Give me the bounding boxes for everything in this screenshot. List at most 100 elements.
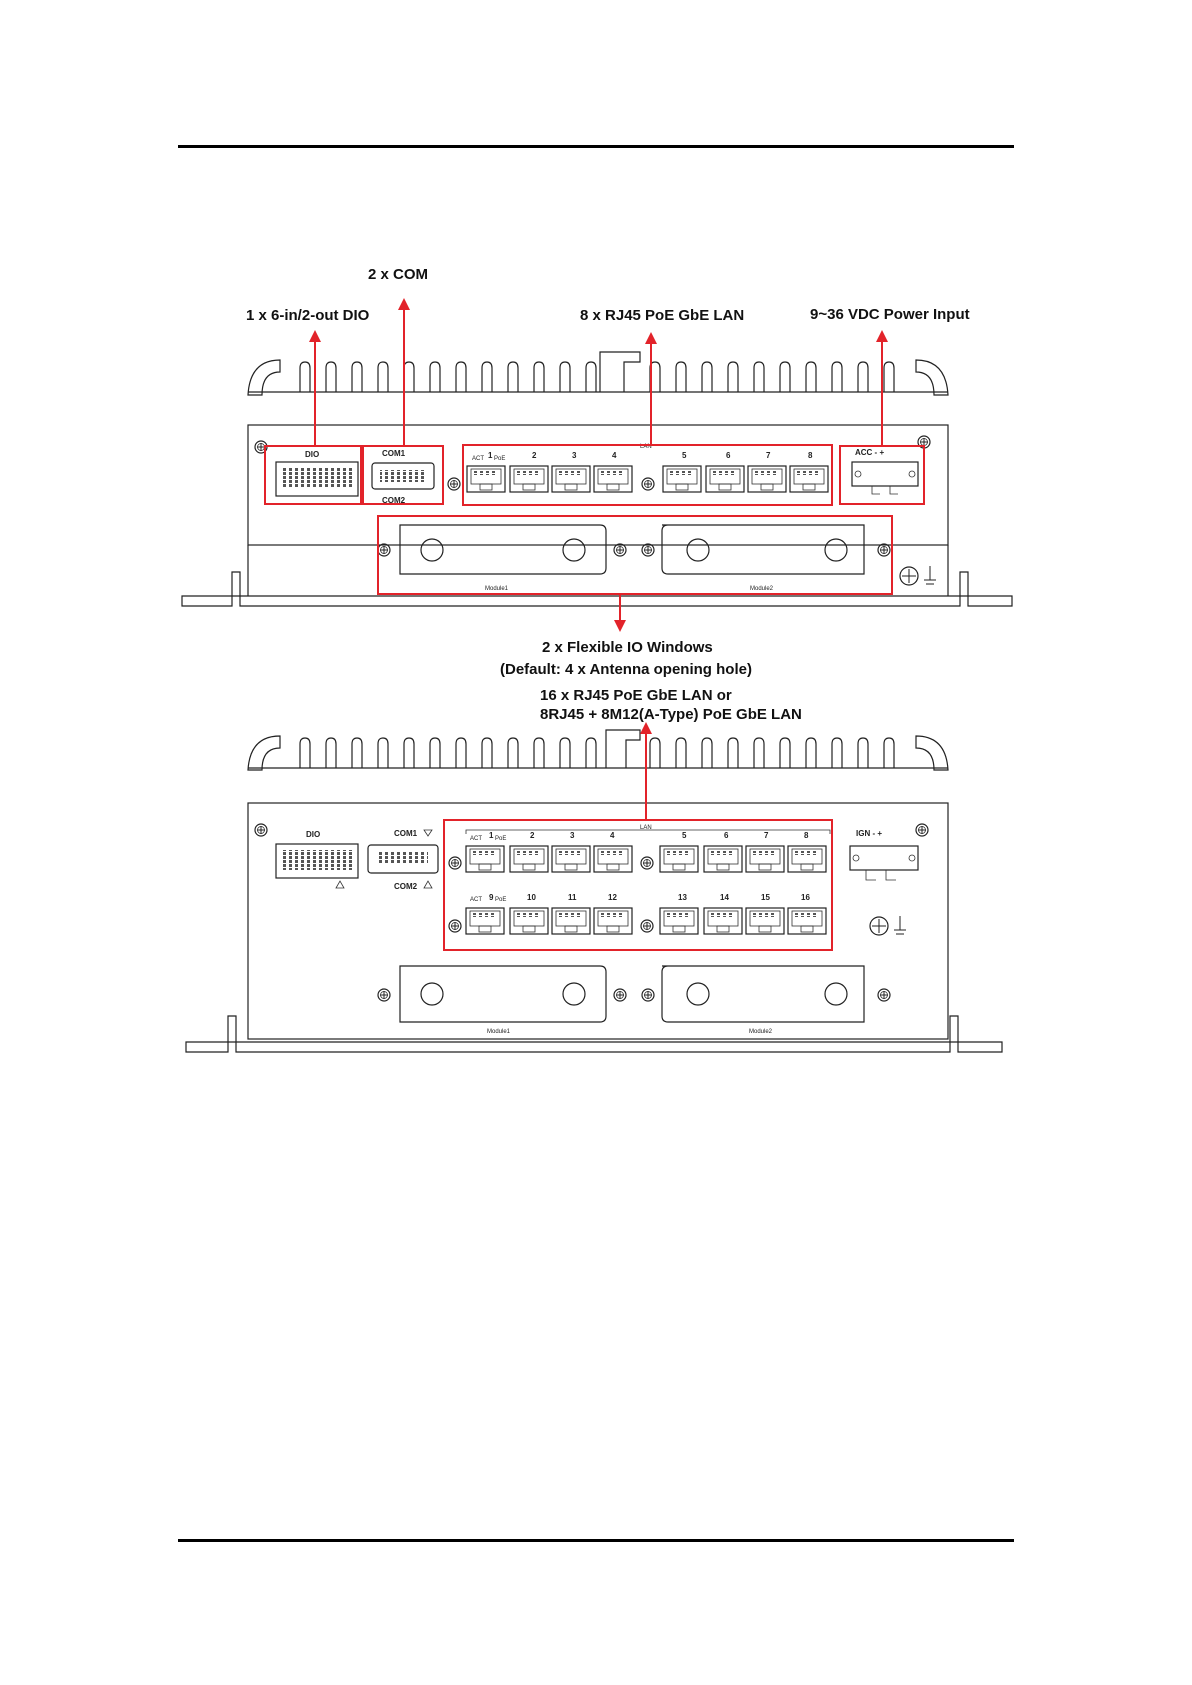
bottom-com1-label: COM1 [394,829,418,838]
bottom-module2-label: Module2 [749,1029,773,1035]
bottom-module2-plate [661,965,865,1023]
rj45-port [747,465,787,493]
rj45-port [551,465,591,493]
power-callout: 9~36 VDC Power Input [810,306,970,323]
bottom-power-connector [849,845,919,871]
bottom-power-label: IGN - + [856,829,882,838]
com-callout: 2 x COM [368,266,428,283]
rj45-port [745,845,785,873]
rj45-port [465,907,505,935]
bottom-port-label: 1 [489,831,494,840]
top-module1-label: Module1 [485,586,509,592]
flexio-callout-line2: (Default: 4 x Antenna opening hole) [500,661,752,678]
rj45-port [787,845,827,873]
rj45-port [509,907,549,935]
lan16-highlight [443,819,833,951]
bottom-chassis [247,802,949,1040]
bottom-com2-label: COM2 [394,882,418,891]
rj45-port [659,845,699,873]
bottom-port-label: 11 [568,893,577,902]
rj45-port [551,845,591,873]
top-module2-plate [661,524,865,575]
top-com1-label: COM1 [382,449,406,458]
bottom-act-label: ACT [470,897,482,903]
top-port-label: 7 [766,451,771,460]
rj45-port [705,465,745,493]
bottom-dio-connector [275,843,359,879]
top-power-connector [851,461,919,487]
rj45-port [662,465,702,493]
bottom-poe-label: PoE [495,897,506,903]
flexio-callout-line1: 2 x Flexible IO Windows [542,639,713,656]
top-dio-connector [275,461,359,497]
rj45-port [789,465,829,493]
top-lan-label: LAN [640,444,652,450]
top-port-label: 1 [488,451,493,460]
top-panel: DIO COM1 COM2 LAN ACT PoE 1 2 3 4 5 6 7 … [181,266,1013,678]
top-dio-label: DIO [305,450,319,459]
lan16-callout-line1: 16 x RJ45 PoE GbE LAN or [540,687,732,704]
bottom-lan-label: LAN [640,825,652,831]
bottom-port-label: 13 [678,893,687,902]
top-port-label: 2 [532,451,537,460]
bottom-module1-label: Module1 [487,1029,511,1035]
bottom-port-label: 8 [804,831,809,840]
bottom-lan-ports-row1: 1 2 3 4 5 6 7 8 [465,831,827,873]
bottom-port-label: 7 [764,831,769,840]
top-port-label: 4 [612,451,617,460]
top-ground-icon [899,566,936,586]
rj45-port [551,907,591,935]
top-com-connector [371,462,435,490]
bottom-heatsink [247,729,949,771]
bottom-port-label: 4 [610,831,615,840]
bottom-port-label: 12 [608,893,617,902]
bottom-port-label: 2 [530,831,535,840]
bottom-port-label: 10 [527,893,536,902]
top-port-label: 6 [726,451,731,460]
top-port-label: 8 [808,451,813,460]
rj45-port [745,907,785,935]
bottom-port-label: 5 [682,831,687,840]
top-com2-label: COM2 [382,496,406,505]
header-rule [178,145,1014,148]
rj45-port [703,845,743,873]
top-poe-label: PoE [494,456,505,462]
bottom-panel: 16 x RJ45 PoE GbE LAN or 8RJ45 + 8M12(A-… [185,687,1003,1053]
bottom-module1-plate [399,965,607,1023]
top-act-label: ACT [472,456,484,462]
dio-highlight [264,445,362,505]
lan16-callout-arrow [640,722,652,820]
rj45-port [703,907,743,935]
bottom-dio-label: DIO [306,830,320,839]
dio-callout: 1 x 6-in/2-out DIO [246,307,370,324]
rj45-port [659,907,699,935]
top-heatsink [247,351,949,396]
top-lan-ports: 1 2 3 4 5 6 7 8 [466,451,829,493]
lan16-callout-line2: 8RJ45 + 8M12(A-Type) PoE GbE LAN [540,706,802,723]
bottom-port-label: 16 [801,893,810,902]
rj45-port [593,907,633,935]
rj45-port [509,465,549,493]
top-power-label: ACC - + [855,448,884,457]
bottom-poe-label: PoE [495,836,506,842]
bottom-ground-icon [869,916,906,936]
bottom-com-connector [367,844,439,874]
top-callout-arrows [309,298,888,632]
flexio-highlight [377,515,893,595]
lan8-highlight [462,444,833,506]
bottom-lan-ports-row2: 9 10 11 12 13 14 15 16 [465,893,827,935]
bottom-port-label: 9 [489,893,494,902]
rj45-port [593,845,633,873]
lan8-callout: 8 x RJ45 PoE GbE LAN [580,307,744,324]
top-port-label: 5 [682,451,687,460]
rj45-port [787,907,827,935]
rj45-port [465,845,505,873]
bottom-port-label: 15 [761,893,770,902]
footer-rule [178,1539,1014,1542]
top-port-label: 3 [572,451,577,460]
top-module1-plate [399,524,607,575]
bottom-act-label: ACT [470,836,482,842]
rj45-port [466,465,506,493]
bottom-port-label: 3 [570,831,575,840]
